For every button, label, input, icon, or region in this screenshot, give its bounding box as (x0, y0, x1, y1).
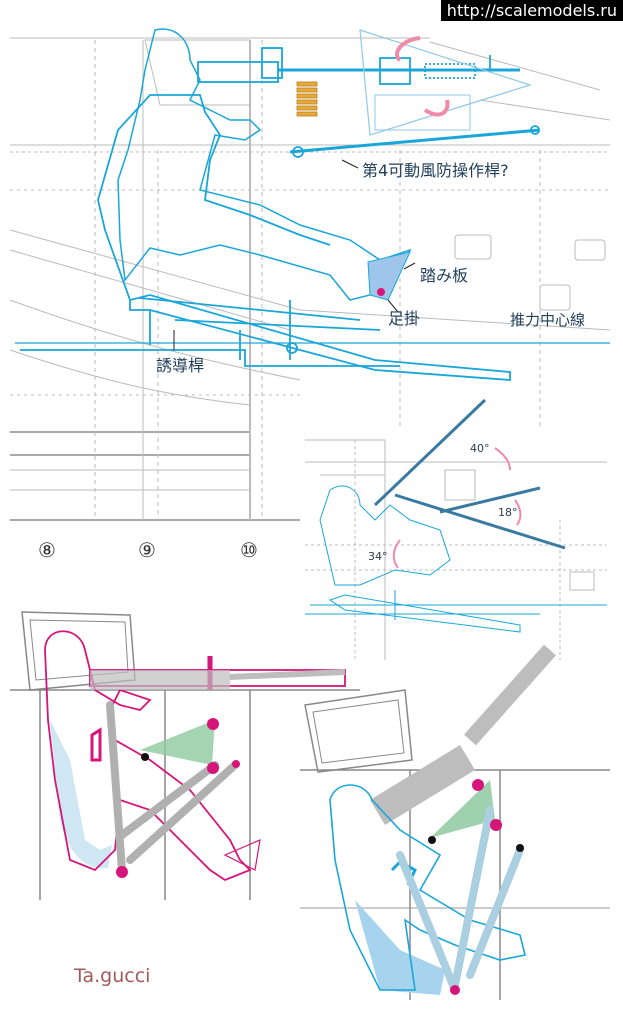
angle-40: 40° (470, 442, 490, 455)
gunner-figure-bottom-right (300, 644, 610, 1000)
label-guide-rod: 誘導桿 (156, 356, 204, 375)
fuselage-structure-top (9, 37, 611, 521)
label-foot-hook: 足掛 (388, 309, 420, 328)
angle-34: 34° (368, 550, 388, 563)
ammo-belt (296, 81, 318, 117)
angle-18: 18° (498, 506, 518, 519)
gunner-figure-top (20, 28, 541, 381)
label-thrust-line: 推力中心線 (510, 311, 585, 329)
footboard (367, 251, 411, 301)
callout-arrows (173, 159, 416, 350)
foot-hook-pivot (377, 288, 385, 296)
gunner-figure-bottom-left (10, 611, 360, 900)
label-control-rod: 第4可動風防操作桿? (362, 161, 509, 180)
frame-number-8: ⑧ (38, 538, 56, 562)
frame-number-9: ⑨ (138, 538, 156, 562)
rotation-arrows (394, 36, 450, 117)
inset-diagram: 40° 18° 34° (300, 398, 607, 662)
signature: Ta.gucci (73, 965, 150, 987)
frame-number-10: ⑩ (240, 538, 258, 562)
watermark: http://scalemodels.ru (440, 0, 623, 21)
label-footboard: 踏み板 (420, 266, 468, 285)
